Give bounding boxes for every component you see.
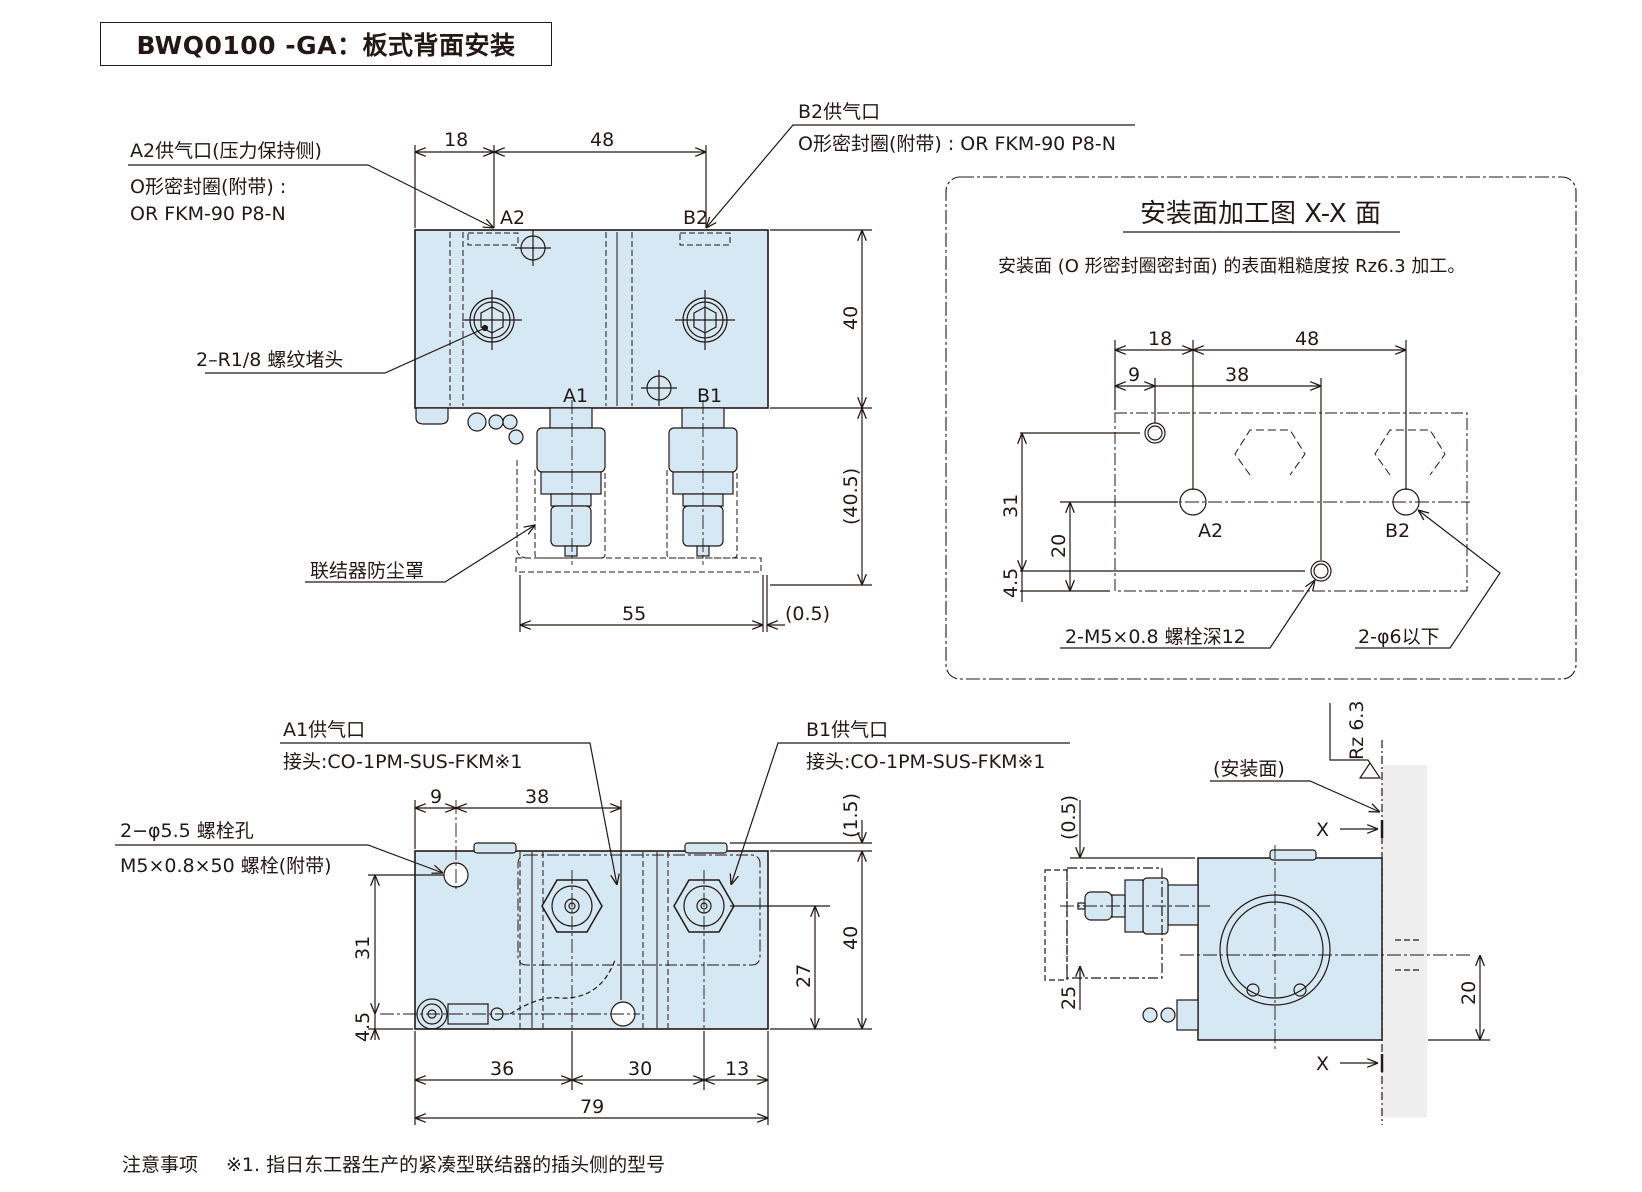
callout-b2-line1: B2供气口 <box>798 101 880 123</box>
callout-a1-line2: 接头:CO-1PM-SUS-FKM※1 <box>283 751 522 773</box>
plug-b <box>675 290 735 350</box>
port-label-a1: A1 <box>563 385 588 407</box>
callout-hole-dia: 2-φ6以下 <box>1358 626 1440 648</box>
labels: A2供气口(压力保持侧) O形密封圈(附带) : OR FKM-90 P8-N … <box>120 101 1480 1118</box>
footnote-label: 注意事项 <box>122 1154 199 1176</box>
fv-dim-27: 27 <box>793 964 815 988</box>
mf-port-a2: A2 <box>1198 520 1223 542</box>
fv-dim-38: 38 <box>525 786 549 808</box>
fv-dim-79: 79 <box>580 1096 604 1118</box>
fv-dim-4-5: 4.5 <box>352 1012 374 1042</box>
mount-face-heading: 安装面加工图 X-X 面 <box>1140 199 1381 229</box>
dim-55: 55 <box>622 603 646 625</box>
callout-b2-line2: O形密封圈(附带) : OR FKM-90 P8-N <box>798 133 1116 155</box>
side-view <box>1044 703 1490 1125</box>
coupling-a1 <box>536 407 606 557</box>
fv-dim-36: 36 <box>490 1058 514 1080</box>
mf-dim-20: 20 <box>1048 534 1070 558</box>
callout-a2-line2: O形密封圈(附带) : <box>130 176 286 198</box>
callout-dust-cover: 联结器防尘罩 <box>310 560 424 582</box>
top-view <box>128 124 1135 632</box>
callout-bolt-hole-line1: 2−φ5.5 螺栓孔 <box>120 820 254 842</box>
mf-dim-9: 9 <box>1128 364 1140 386</box>
manifold-body-side <box>1197 857 1383 1041</box>
mounting-wall <box>1382 765 1427 1117</box>
callout-bolt-depth: 2-M5×0.8 螺栓深12 <box>1065 626 1246 648</box>
sv-dim-20: 20 <box>1458 981 1480 1005</box>
mount-face-panel <box>945 176 1577 680</box>
sv-dim-25: 25 <box>1058 986 1080 1010</box>
dim-40-5: (40.5) <box>840 468 862 525</box>
plug-a <box>462 290 522 350</box>
fv-dim-40: 40 <box>840 926 862 950</box>
fv-dim-31: 31 <box>352 936 374 960</box>
mf-dim-18: 18 <box>1148 328 1172 350</box>
manifold-body-top <box>414 229 769 409</box>
mf-dim-31: 31 <box>1000 494 1022 518</box>
callout-bolt-hole-line2: M5×0.8×50 螺栓(附带) <box>120 855 332 877</box>
callout-a2-line3: OR FKM-90 P8-N <box>130 203 286 225</box>
dim-48: 48 <box>590 129 614 151</box>
footnote-text: ※1. 指日东工器生产的紧凑型联结器的插头侧的型号 <box>226 1154 666 1176</box>
fv-dim-1-5: (1.5) <box>840 793 862 838</box>
section-mark-top: X <box>1316 819 1329 841</box>
label-mount-surface: (安装面) <box>1213 758 1285 780</box>
mf-port-b2: B2 <box>1385 520 1410 542</box>
dust-cap-chain <box>415 407 524 445</box>
dim-0-5: (0.5) <box>785 603 830 625</box>
callout-a2-line1: A2供气口(压力保持侧) <box>130 140 322 162</box>
mf-dim-4-5: 4.5 <box>1000 568 1022 598</box>
fv-dim-13: 13 <box>725 1058 749 1080</box>
callout-a1-line1: A1供气口 <box>283 719 365 741</box>
mount-face-note: 安装面 (O 形密封圈密封面) 的表面粗糙度按 Rz6.3 加工。 <box>998 256 1465 277</box>
mf-dim-38: 38 <box>1225 364 1249 386</box>
port-label-b2: B2 <box>683 207 708 229</box>
fv-dim-30: 30 <box>628 1058 652 1080</box>
dim-40: 40 <box>840 306 862 330</box>
callout-b1-line2: 接头:CO-1PM-SUS-FKM※1 <box>806 751 1045 773</box>
roughness-value: Rz 6.3 <box>1346 701 1368 760</box>
sv-dim-0-5: (0.5) <box>1058 795 1080 840</box>
fv-dim-9: 9 <box>430 786 442 808</box>
dim-18: 18 <box>444 129 468 151</box>
port-label-b1: B1 <box>697 385 722 407</box>
callout-plug: 2–R1/8 螺纹堵头 <box>196 349 343 371</box>
port-label-a2: A2 <box>500 207 525 229</box>
callout-b1-line1: B1供气口 <box>806 719 888 741</box>
section-mark-bottom: X <box>1316 1053 1329 1075</box>
front-view <box>115 742 1070 1125</box>
mf-dim-48: 48 <box>1295 328 1319 350</box>
drawing-title: BWQ0100 -GA：板式背面安装 <box>100 22 552 66</box>
footnote: 注意事项 ※1. 指日东工器生产的紧凑型联结器的插头侧的型号 <box>122 1150 693 1177</box>
